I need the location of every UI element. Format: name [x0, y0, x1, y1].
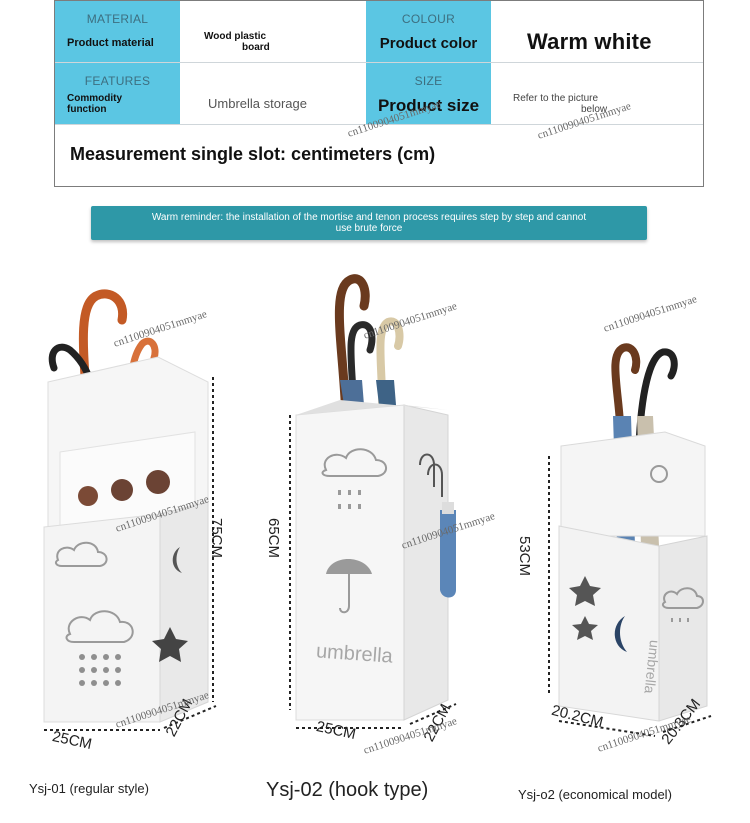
size-caption: SIZE — [414, 74, 443, 88]
caption-ysj-02: Ysj-02 (hook type) — [266, 779, 429, 801]
colour-caption: COLOUR — [401, 12, 456, 26]
banner-text: Warm reminder: the installation of the m… — [91, 212, 647, 234]
material-caption: MATERIAL — [86, 12, 149, 26]
size-label: Product size — [377, 96, 480, 115]
material-value-line2: board — [242, 42, 270, 53]
material-value-line1: Wood plastic — [204, 31, 267, 42]
product-ysj-o2: umbrella 53CM 20.2CM 20.3CM — [516, 336, 735, 748]
ysj-01-height-label: 75CM — [208, 518, 225, 559]
spec-row-material-colour: MATERIAL Product material Wood plastic b… — [55, 1, 703, 63]
colour-value-cell: Warm white — [491, 1, 703, 62]
umbrella-stand-hook-image — [289, 274, 457, 729]
product-ysj-02: umbrella 65CM 25CM 22CM — [265, 270, 475, 744]
measurement-note: Measurement single slot: centimeters (cm… — [70, 144, 436, 164]
features-cell: FEATURES Commodity function — [55, 63, 180, 124]
features-value-cell: Umbrella storage — [180, 63, 366, 124]
features-label-line2: function — [67, 104, 107, 115]
colour-value: Warm white — [527, 29, 652, 54]
material-label: Product material — [67, 37, 154, 49]
banner-line2: use brute force — [335, 223, 403, 234]
size-cell: SIZE Product size — [366, 63, 491, 124]
spec-row-features-size: FEATURES Commodity function Umbrella sto… — [55, 63, 703, 125]
ysj-o2-height-label: 53CM — [516, 536, 533, 577]
caption-ysj-o2: Ysj-o2 (economical model) — [518, 787, 672, 802]
colour-cell: COLOUR Product color — [366, 1, 491, 62]
watermark-5: cn1100904051mmyae — [602, 293, 699, 335]
size-value-line2: below — [581, 104, 608, 115]
ysj-02-height-label: 65CM — [265, 518, 282, 559]
material-value-cell: Wood plastic board — [180, 1, 366, 62]
size-value: Refer to the picture below — [513, 93, 607, 115]
features-value: Umbrella storage — [208, 96, 307, 111]
umbrella-stand-economical-image — [548, 343, 712, 737]
material-cell: MATERIAL Product material — [55, 1, 180, 62]
size-value-line1: Refer to the picture — [513, 93, 599, 104]
caption-ysj-01: Ysj-01 (regular style) — [29, 781, 149, 796]
size-value-cell: Refer to the picture below — [491, 63, 703, 124]
umbrella-stand-regular-image — [43, 289, 217, 731]
colour-label: Product color — [379, 35, 478, 52]
banner-line1: Warm reminder: the installation of the m… — [151, 212, 587, 223]
features-label-line1: Commodity — [67, 93, 122, 104]
features-caption: FEATURES — [84, 74, 151, 88]
spec-table: MATERIAL Product material Wood plastic b… — [54, 0, 704, 187]
features-label: Commodity function — [55, 93, 135, 115]
warm-reminder-banner: Warm reminder: the installation of the m… — [91, 206, 647, 240]
product-ysj-01: 75CM 25CM 22CM — [30, 282, 245, 753]
